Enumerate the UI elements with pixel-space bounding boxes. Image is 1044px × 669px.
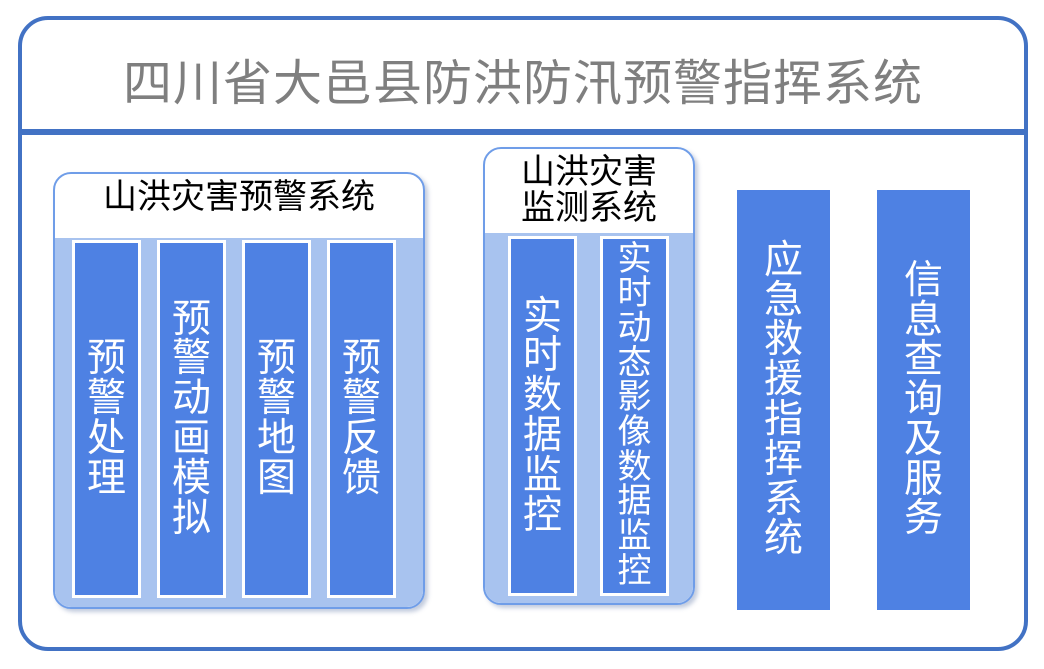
group-panel-warning-system	[53, 172, 425, 609]
bar-realtime-data-monitoring[interactable]: 实 时 数 据 监 控	[508, 236, 577, 596]
bar-warning-map[interactable]: 预 警 地 图	[242, 240, 311, 598]
bar-label-warning-animation-simulation: 预 警 动 画 模 拟	[171, 297, 211, 540]
group-heading-monitoring-system: 山洪灾害 监测系统	[521, 154, 657, 228]
bar-label-warning-map: 预 警 地 图	[256, 337, 296, 500]
bar-emergency-rescue-command-system[interactable]: 应 急 救 援 指 挥 系 统	[737, 190, 830, 610]
group-panel-monitoring-system	[483, 147, 695, 605]
bar-label-warning-processing: 预 警 处 理	[86, 337, 126, 500]
bar-label-emergency-rescue-command-system: 应 急 救 援 指 挥 系 统	[763, 238, 803, 561]
bar-warning-processing[interactable]: 预 警 处 理	[72, 240, 141, 598]
bar-warning-animation-simulation[interactable]: 预 警 动 画 模 拟	[157, 240, 226, 598]
bar-label-realtime-data-monitoring: 实 时 数 据 监 控	[522, 294, 562, 537]
bar-information-query-and-service[interactable]: 信 息 查 询 及 服 务	[877, 190, 970, 610]
bar-label-realtime-dynamic-image-data-monitoring: 实 时 动 态 影 像 数 据 监 控	[617, 240, 652, 590]
system-outer-frame	[18, 16, 1028, 651]
title-divider	[22, 129, 1024, 135]
bar-label-information-query-and-service: 信 息 查 询 及 服 务	[903, 258, 943, 541]
page-title: 四川省大邑县防洪防汛预警指挥系统	[122, 56, 923, 111]
bar-warning-feedback[interactable]: 预 警 反 馈	[327, 240, 396, 598]
bar-label-warning-feedback: 预 警 反 馈	[341, 337, 381, 500]
bar-realtime-dynamic-image-data-monitoring[interactable]: 实 时 动 态 影 像 数 据 监 控	[600, 236, 669, 596]
group-heading-warning-system: 山洪灾害预警系统	[103, 179, 375, 216]
